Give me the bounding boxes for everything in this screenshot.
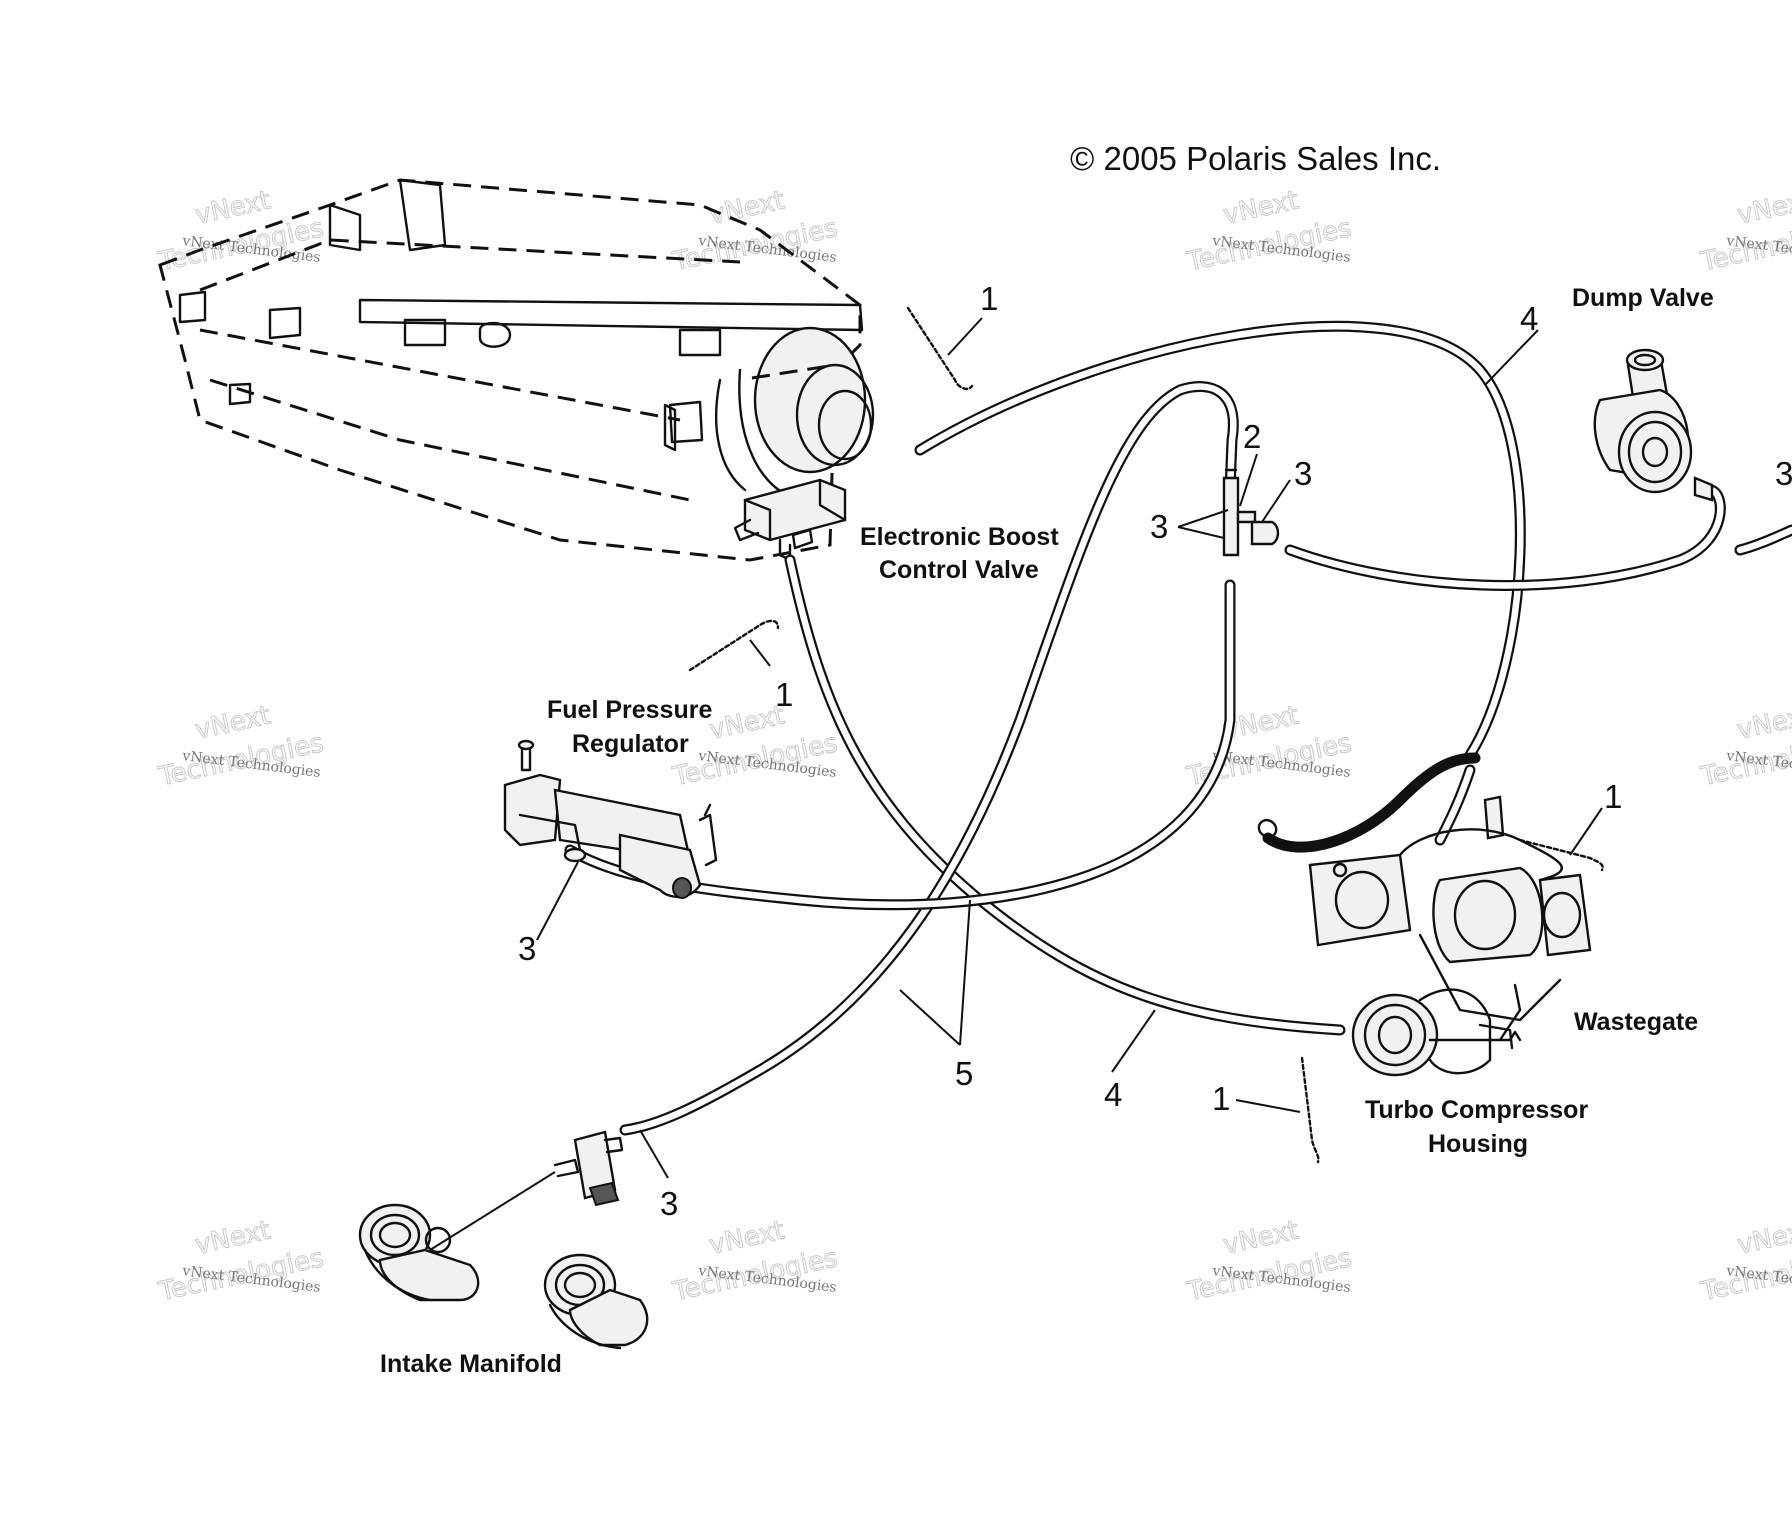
callout-3: 3: [660, 1185, 678, 1222]
hose-clamps: [688, 306, 1604, 1164]
callout-1: 1: [1604, 778, 1622, 815]
watermark-text: vNext: [1221, 186, 1302, 231]
callout-4: 4: [1104, 1076, 1122, 1113]
label-wastegate: Wastegate: [1574, 1008, 1698, 1036]
label-fuel-regulator-line2: Regulator: [572, 730, 689, 758]
watermark-text: vNext: [193, 701, 274, 746]
callout-3: 3: [1294, 455, 1312, 492]
callout-1: 1: [1212, 1080, 1230, 1117]
callout-5: 5: [955, 1055, 973, 1092]
watermark-text: vNext: [193, 1216, 274, 1261]
label-boost-valve-line2: Control Valve: [879, 556, 1039, 584]
watermark-text: vNext: [1735, 701, 1792, 746]
watermark-text: vNext: [1735, 1216, 1792, 1261]
callout-2: 2: [1243, 418, 1261, 455]
callout-3: 3: [1775, 455, 1792, 492]
dump-valve: [1593, 348, 1714, 502]
watermark-text: vNext: [707, 1216, 788, 1261]
intake-manifold: [358, 1130, 649, 1350]
copyright-text: © 2005 Polaris Sales Inc.: [1070, 140, 1441, 177]
callout-4: 4: [1520, 300, 1538, 337]
turbocharger: [1257, 752, 1592, 1077]
label-fuel-regulator-line1: Fuel Pressure: [547, 696, 712, 724]
callout-1: 1: [980, 280, 998, 317]
label-turbo-line2: Housing: [1428, 1130, 1528, 1158]
part-labels: Dump Valve Electronic Boost Control Valv…: [380, 284, 1714, 1378]
callout-3: 3: [1150, 508, 1168, 545]
callout-1: 1: [775, 676, 793, 713]
tee-fitting: [1222, 468, 1280, 557]
label-boost-valve-line1: Electronic Boost: [860, 523, 1059, 551]
fuel-pressure-regulator: [503, 739, 718, 899]
label-turbo-line1: Turbo Compressor: [1365, 1096, 1588, 1124]
watermark-text: vNext: [1735, 186, 1792, 231]
leader-lines: [536, 317, 1603, 1179]
watermarks: vNext Technologies vNext Technologies vN…: [155, 185, 1792, 1308]
callout-numbers: 1 1 1 1 2 3 3 3 3 3 3 4 4 5: [518, 280, 1792, 1222]
label-intake-manifold: Intake Manifold: [380, 1350, 562, 1378]
callout-3: 3: [518, 930, 536, 967]
airbox-housing: [158, 178, 875, 562]
watermark-text: vNext: [193, 186, 274, 231]
boost-control-valve: [733, 478, 847, 562]
label-dump-valve: Dump Valve: [1572, 284, 1714, 312]
watermark-text: vNext: [707, 186, 788, 231]
watermark-text: vNext: [1221, 1216, 1302, 1261]
